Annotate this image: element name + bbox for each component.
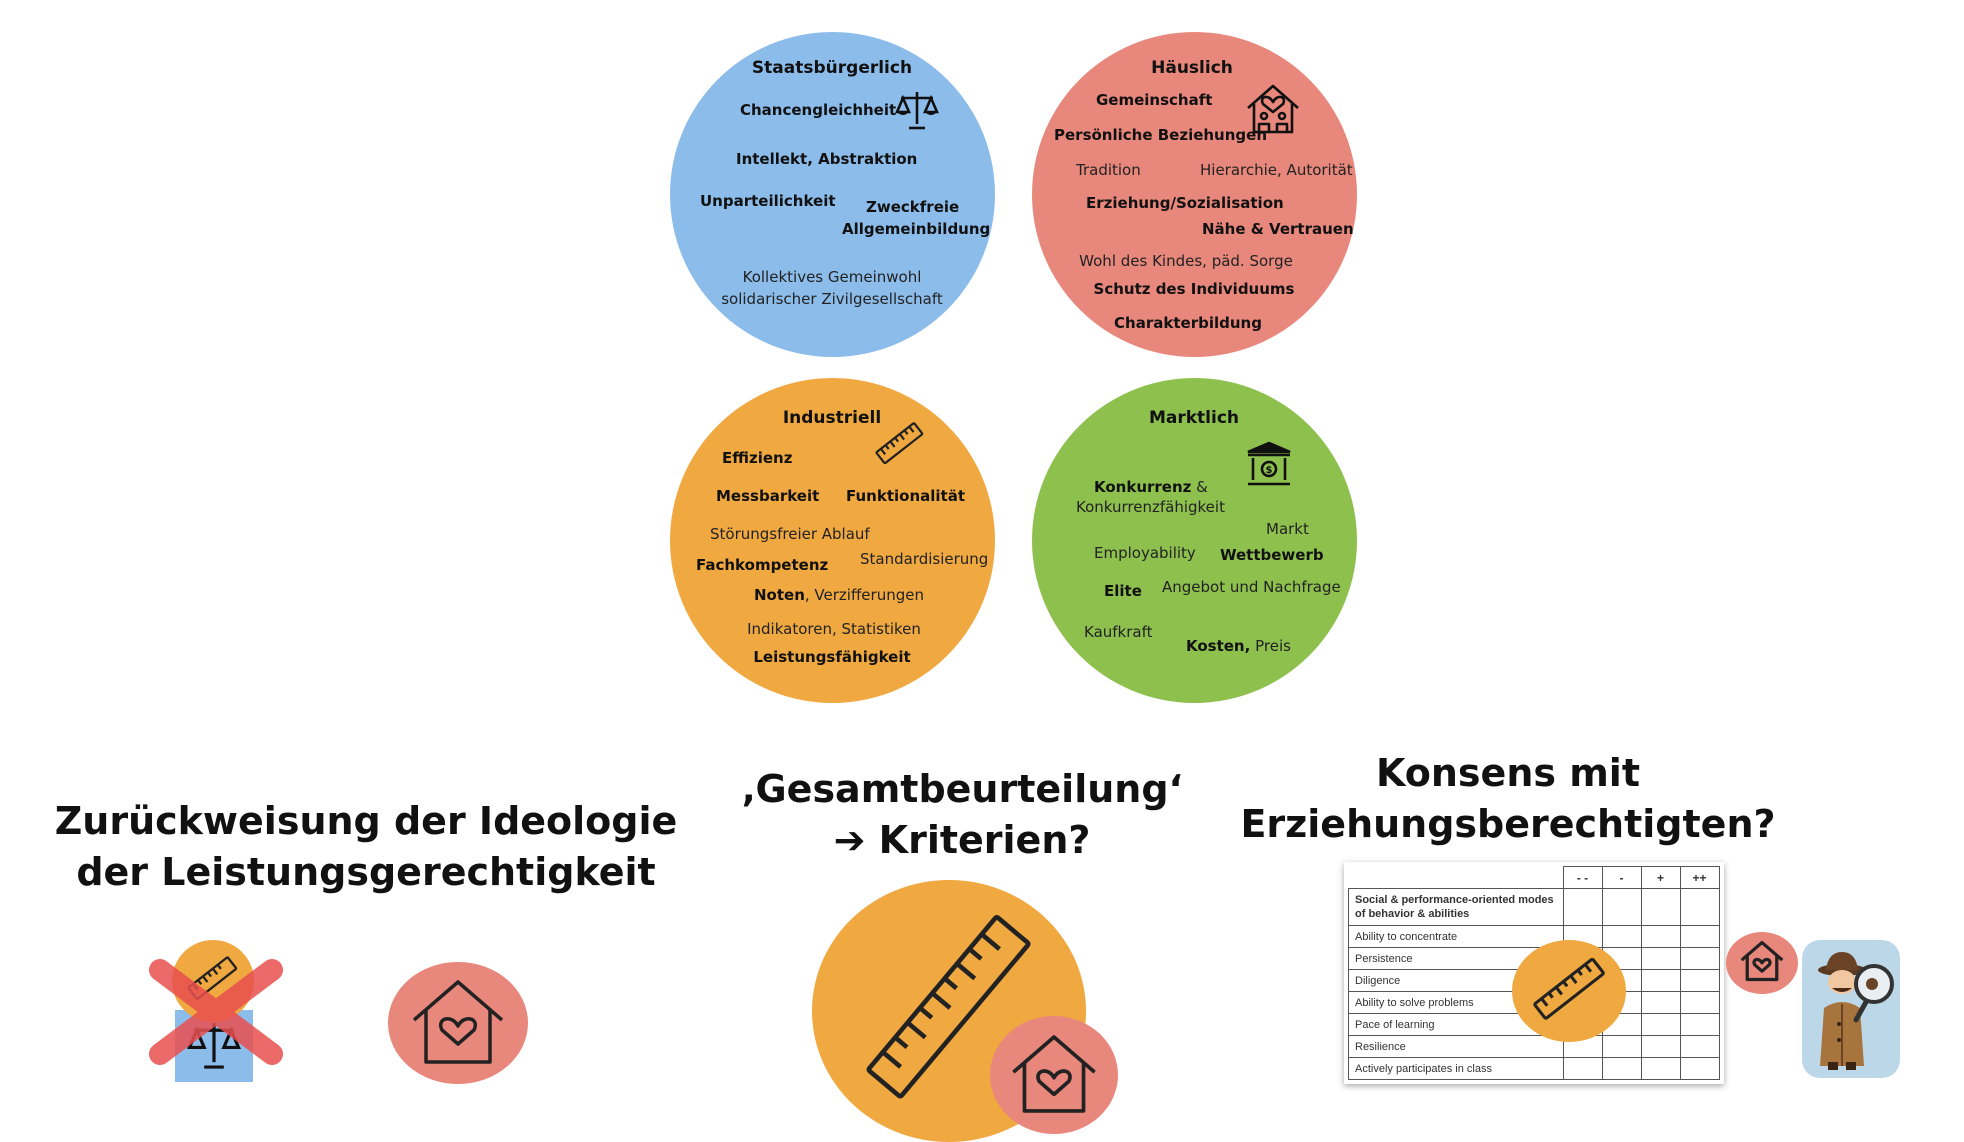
ruler-circle-table xyxy=(1512,940,1626,1042)
ruler-icon xyxy=(875,422,924,465)
detective-icon xyxy=(1818,952,1894,1070)
middle-title: ‚Gesamtbeurteilung‘ ➔ Kriterien? xyxy=(741,767,1183,863)
label-konkurrenz: Konkurrenz & xyxy=(1094,478,1208,496)
circle-marktlich xyxy=(1032,378,1357,703)
scales-icon xyxy=(895,92,939,130)
label-leistungsfaehigkeit: Leistungsfähigkeit xyxy=(753,648,911,666)
col-header: - xyxy=(1601,866,1642,889)
label-gemeinschaft: Gemeinschaft xyxy=(1096,91,1213,109)
bank-icon: $ xyxy=(1247,441,1291,486)
circle-title-industriell: Industriell xyxy=(782,408,882,428)
circle-haeuslich xyxy=(1032,32,1357,357)
ruler-icon xyxy=(1533,957,1605,1020)
left-title: Zurückweisung der Ideologie der Leistung… xyxy=(54,799,678,895)
label-chancengleichheit: Chancengleichheit xyxy=(740,101,897,119)
right-title: Konsens mit Erziehungsberechtigten? xyxy=(1240,751,1776,847)
house-heart-icon xyxy=(1247,84,1299,134)
label-tradition: Tradition xyxy=(1076,161,1141,179)
label-konkurrenzfaehigkeit: Konkurrenzfähigkeit xyxy=(1076,498,1225,516)
table-row: Ability to concentrate xyxy=(1348,925,1564,948)
label-effizienz: Effizienz xyxy=(722,449,793,467)
label-zivilgesellschaft: solidarischer Zivilgesellschaft xyxy=(721,290,943,308)
label-kollektives-gemeinwohl: Kollektives Gemeinwohl xyxy=(742,268,922,286)
label-funktionalitaet: Funktionalität xyxy=(846,487,965,505)
table-row: Actively participates in class xyxy=(1348,1057,1564,1080)
label-wohl-des-kindes: Wohl des Kindes, päd. Sorge xyxy=(1079,252,1293,270)
label-kaufkraft: Kaufkraft xyxy=(1084,623,1153,641)
label-stoerungsfreier-ablauf: Störungsfreier Ablauf xyxy=(710,525,870,543)
col-header: + xyxy=(1640,866,1681,889)
table-row: Social & performance-oriented modes of b… xyxy=(1348,888,1564,926)
label-wettbewerb: Wettbewerb xyxy=(1220,546,1324,564)
label-employability: Employability xyxy=(1094,544,1196,562)
label-naehe-vertrauen: Nähe & Vertrauen xyxy=(1202,220,1354,238)
ruler-icon xyxy=(866,915,1031,1099)
label-indikatoren: Indikatoren, Statistiken xyxy=(747,620,921,638)
house-heart-icon xyxy=(1012,1035,1096,1113)
label-schutz-des-individuums: Schutz des Individuums xyxy=(1093,280,1295,298)
label-markt: Markt xyxy=(1266,520,1309,538)
label-noten: Noten, Verzifferungen xyxy=(754,586,924,604)
label-fachkompetenz: Fachkompetenz xyxy=(696,556,829,574)
label-standardisierung: Standardisierung xyxy=(860,550,989,568)
label-unparteilichkeit: Unparteilichkeit xyxy=(700,192,836,210)
circle-title-staatsbuergerlich: Staatsbürgerlich xyxy=(751,58,913,78)
label-intellekt: Intellekt, Abstraktion xyxy=(736,150,918,168)
label-hierarchie: Hierarchie, Autorität xyxy=(1200,161,1353,179)
cross-icon xyxy=(149,959,283,1065)
circle-title-marktlich: Marktlich xyxy=(1148,408,1240,428)
house-heart-icon xyxy=(1740,940,1784,982)
label-elite: Elite xyxy=(1104,582,1142,600)
circle-industriell xyxy=(670,378,995,703)
svg-text:$: $ xyxy=(1266,465,1273,476)
circle-title-haeuslich: Häuslich xyxy=(1151,58,1233,78)
col-header: ++ xyxy=(1679,866,1720,889)
label-persoenliche-beziehungen: Persönliche Beziehungen xyxy=(1054,126,1268,144)
label-erziehung: Erziehung/Sozialisation xyxy=(1086,194,1284,212)
table-row: Diligence xyxy=(1348,969,1564,992)
table-row: Resilience xyxy=(1348,1035,1564,1058)
label-allgemeinbildung: Allgemeinbildung xyxy=(842,220,991,238)
col-header: - - xyxy=(1562,866,1603,889)
label-angebot-nachfrage: Angebot und Nachfrage xyxy=(1162,578,1341,596)
label-charakterbildung: Charakterbildung xyxy=(1114,314,1262,332)
label-kosten: Kosten, Preis xyxy=(1186,637,1291,655)
label-zweckfreie: Zweckfreie xyxy=(866,198,960,216)
house-heart-icon xyxy=(412,980,504,1064)
label-messbarkeit: Messbarkeit xyxy=(716,487,820,505)
circle-staatsbuergerlich xyxy=(670,32,995,357)
